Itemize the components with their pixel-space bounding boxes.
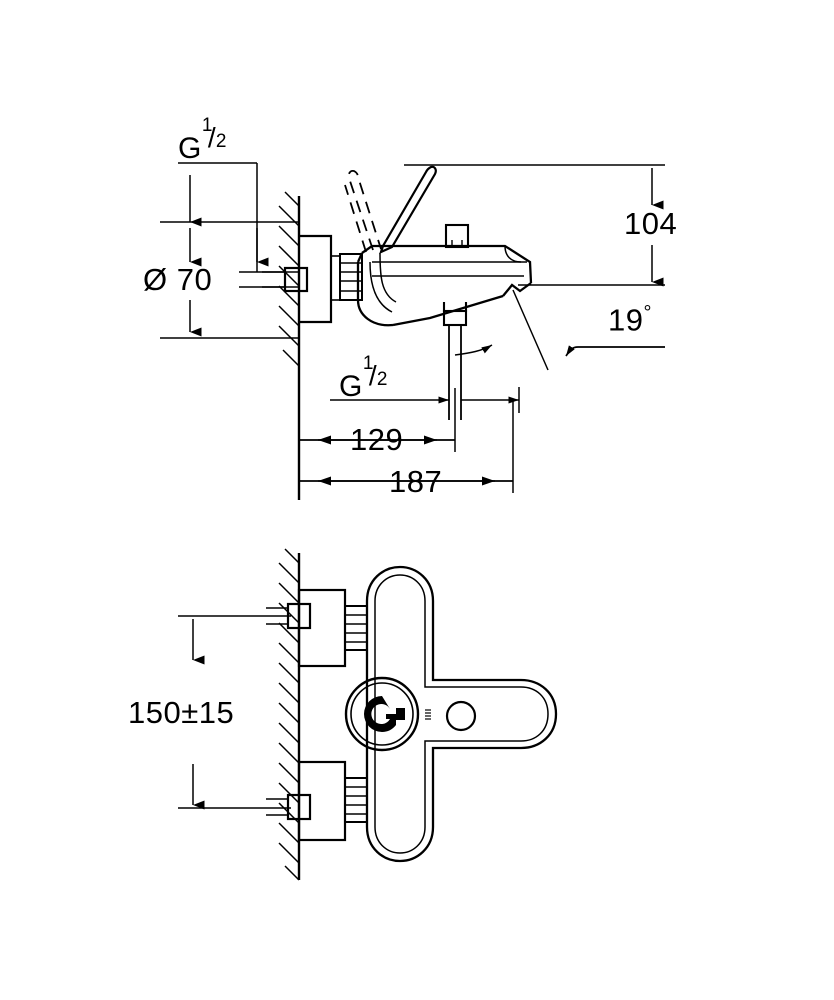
fraction-denominator-lower: 2 xyxy=(376,369,388,390)
degree-symbol: ° xyxy=(643,302,652,324)
dim-diameter-70 xyxy=(160,221,300,339)
wall-line-front-view xyxy=(278,548,301,881)
grohe-wordmark xyxy=(425,709,431,720)
dim-129 xyxy=(299,388,456,452)
fraction-one-half-lower: 1/2 xyxy=(363,354,389,396)
aerator-indicator-circle xyxy=(445,700,477,732)
dim-g-half-lower xyxy=(330,387,520,413)
s-union-nut-top-view xyxy=(283,266,309,293)
label-19-degree: 19° xyxy=(608,303,652,335)
label-diameter-value: 70 xyxy=(176,262,213,297)
connection-nut-lower xyxy=(344,777,368,823)
lever-handle-dashed-alt xyxy=(344,169,382,253)
dim-19-degree-leader xyxy=(512,289,665,371)
fraction-one-half-top: 1/2 xyxy=(202,116,228,158)
label-187-value: 187 xyxy=(389,464,443,499)
label-150-plusminus-15: 150±15 xyxy=(128,697,234,728)
fraction-denominator-top: 2 xyxy=(215,131,227,152)
inlet-pipe-lower xyxy=(266,798,288,816)
label-150-value: 150±15 xyxy=(128,695,235,730)
s-union-nut-lower xyxy=(286,793,312,821)
rosette-edge-lines xyxy=(331,255,340,301)
label-g-half-lower-g: G xyxy=(339,370,363,403)
cartridge-ring xyxy=(344,676,420,752)
label-g-half-top-g: G xyxy=(178,132,202,165)
label-19-value: 19 xyxy=(608,302,644,338)
spout-angle-pointer xyxy=(454,344,493,356)
label-104: 104 xyxy=(624,208,677,239)
dim-187 xyxy=(299,400,514,493)
mixer-body-front-outline xyxy=(365,565,558,863)
label-129-value: 129 xyxy=(350,422,404,457)
dim-g-half-top-arrow xyxy=(189,175,269,267)
wall-rosette-top-view xyxy=(299,234,333,324)
inlet-pipe-upper xyxy=(266,607,288,625)
label-104-value: 104 xyxy=(624,206,678,241)
inlet-pipe-top xyxy=(262,271,285,288)
label-diameter-symbol: Ø xyxy=(143,262,168,297)
dim-104 xyxy=(404,164,665,287)
mixer-body-inner-lines xyxy=(369,245,527,313)
label-129: 129 xyxy=(350,424,403,455)
label-diameter-70: Ø 70 xyxy=(143,264,212,295)
fraction-numerator-lower: 1 xyxy=(362,353,374,374)
dim-150-plusminus-15 xyxy=(178,615,291,810)
mixer-body-front-inner-contour xyxy=(374,574,549,854)
fraction-slash-lower: / xyxy=(368,360,378,391)
wall-line-top-view xyxy=(278,191,301,500)
connection-nut-upper xyxy=(344,605,368,651)
shower-outlet-connector xyxy=(442,302,468,420)
fraction-numerator-top: 1 xyxy=(201,115,213,136)
lever-handle-solid xyxy=(379,165,437,255)
rosette-lower-front-view xyxy=(297,760,347,842)
diverter-knob-top-view xyxy=(444,223,470,249)
grohe-g-logo xyxy=(364,696,405,732)
label-187: 187 xyxy=(389,466,442,497)
cartridge-ring-inner xyxy=(350,682,414,746)
fraction-slash-top: / xyxy=(207,122,217,153)
